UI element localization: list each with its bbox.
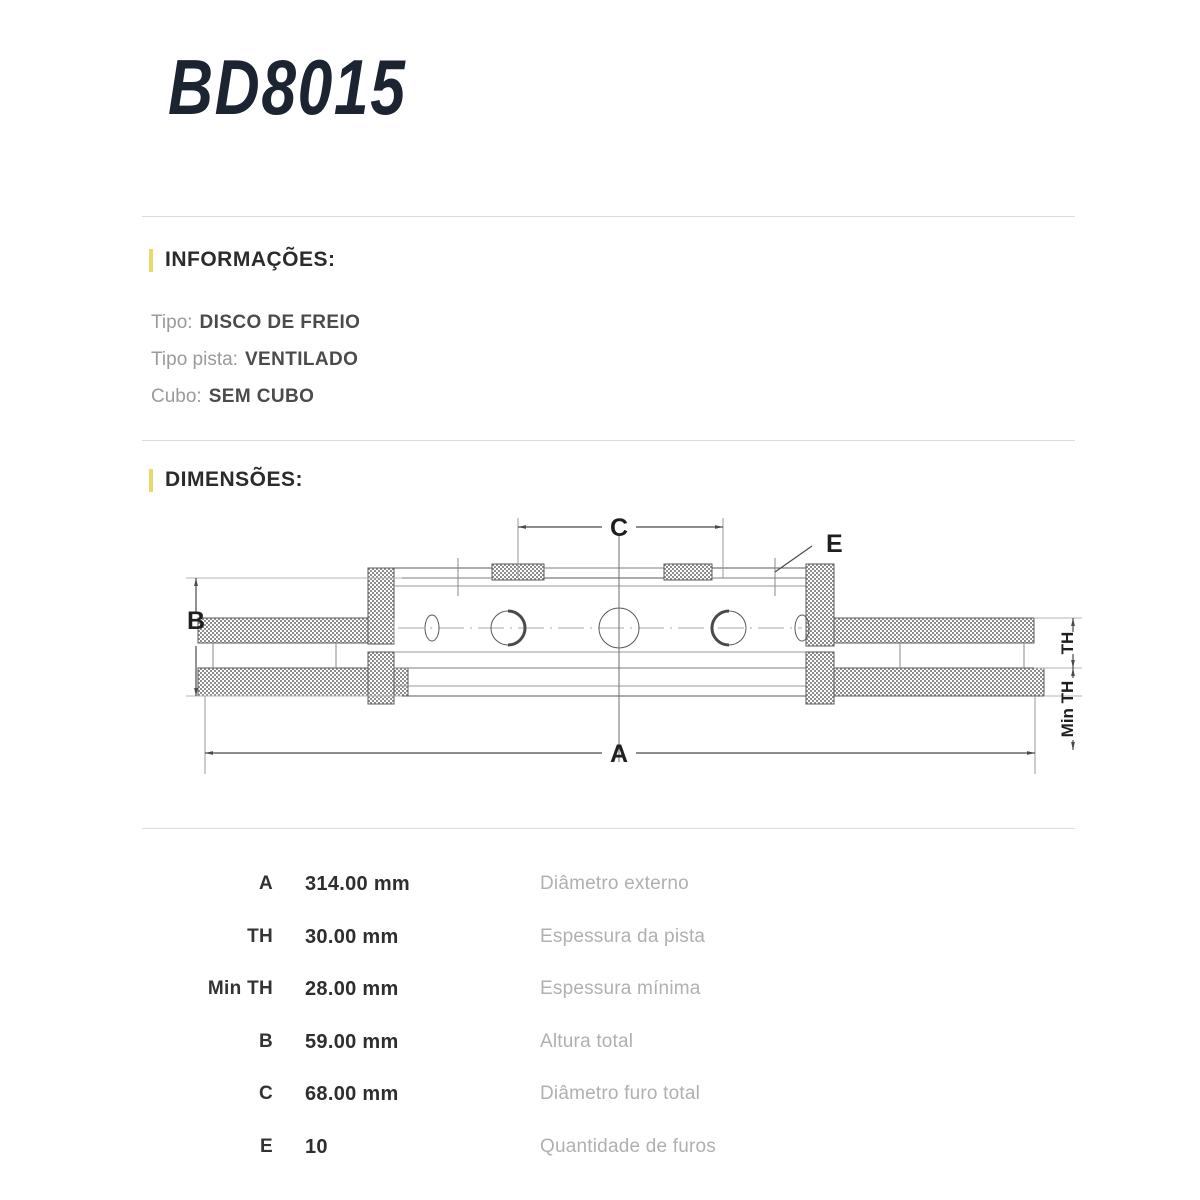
info-row-cubo: Cubo: SEM CUBO — [151, 378, 360, 415]
info-label-tipo-pista: Tipo pista: — [151, 349, 238, 370]
table-cell-key: E — [260, 1135, 273, 1157]
dimension-label-th: TH — [1058, 632, 1077, 655]
table-cell-description: Altura total — [540, 1030, 634, 1052]
table-cell-value: 59.00 mm — [305, 1030, 399, 1053]
table-cell-key: Min TH — [207, 978, 273, 999]
table-cell-key: A — [258, 873, 273, 894]
information-section-title: INFORMAÇÕES: — [165, 248, 336, 271]
info-row-tipo-pista: Tipo pista: VENTILADO — [151, 341, 360, 378]
divider-middle — [142, 440, 1075, 441]
table-row: C 68.00 mm Diâmetro furo total — [150, 1068, 1050, 1121]
table-row: E 10 Quantidade de furos — [150, 1121, 1050, 1174]
dimension-label-b: B — [187, 607, 205, 635]
page-title: BD8015 — [168, 43, 407, 131]
dimensions-table: A 314.00 mm Diâmetro externo TH 30.00 mm… — [150, 858, 1050, 1173]
accent-bar-icon — [149, 248, 153, 272]
table-row: Min TH 28.00 mm Espessura mínima — [150, 963, 1050, 1016]
dimension-label-a: A — [610, 740, 628, 768]
dimensions-section-title: DIMENSÕES: — [165, 468, 304, 491]
table-cell-value: 314.00 mm — [305, 873, 410, 895]
table-cell-value: 10 — [305, 1135, 328, 1158]
table-cell-value: 68.00 mm — [305, 1083, 399, 1105]
table-cell-description: Espessura da pista — [540, 925, 706, 947]
dimensions-section-header: DIMENSÕES: — [149, 468, 303, 492]
table-cell-key: C — [258, 1083, 273, 1104]
table-cell-description: Diâmetro externo — [540, 873, 689, 894]
brake-disc-cross-section-drawing: B A C E TH Min TH — [140, 500, 1090, 830]
information-section-header: INFORMAÇÕES: — [149, 248, 336, 272]
information-list: Tipo: DISCO DE FREIO Tipo pista: VENTILADO… — [151, 304, 360, 415]
dimension-label-c: C — [610, 514, 628, 542]
info-label-tipo: Tipo: — [151, 312, 193, 333]
info-value-cubo: SEM CUBO — [208, 386, 315, 407]
table-cell-value: 28.00 mm — [305, 978, 399, 1000]
info-row-tipo: Tipo: DISCO DE FREIO — [151, 304, 360, 341]
table-row: TH 30.00 mm Espessura da pista — [150, 911, 1050, 964]
table-cell-description: Quantidade de furos — [540, 1135, 716, 1157]
table-cell-key: TH — [247, 925, 273, 947]
table-row: A 314.00 mm Diâmetro externo — [150, 858, 1050, 911]
table-cell-description: Espessura mínima — [540, 978, 701, 999]
table-cell-value: 30.00 mm — [305, 925, 399, 948]
info-label-cubo: Cubo: — [151, 386, 202, 407]
table-cell-description: Diâmetro furo total — [540, 1083, 701, 1104]
table-row: B 59.00 mm Altura total — [150, 1016, 1050, 1069]
info-value-tipo: DISCO DE FREIO — [199, 312, 361, 333]
table-cell-key: B — [258, 1030, 273, 1052]
accent-bar-icon — [149, 468, 153, 492]
divider-top — [142, 216, 1075, 217]
info-value-tipo-pista: VENTILADO — [244, 349, 359, 370]
dimension-label-e: E — [826, 530, 843, 558]
dimension-label-min-th: Min TH — [1058, 681, 1077, 738]
divider-bottom — [142, 828, 1075, 829]
